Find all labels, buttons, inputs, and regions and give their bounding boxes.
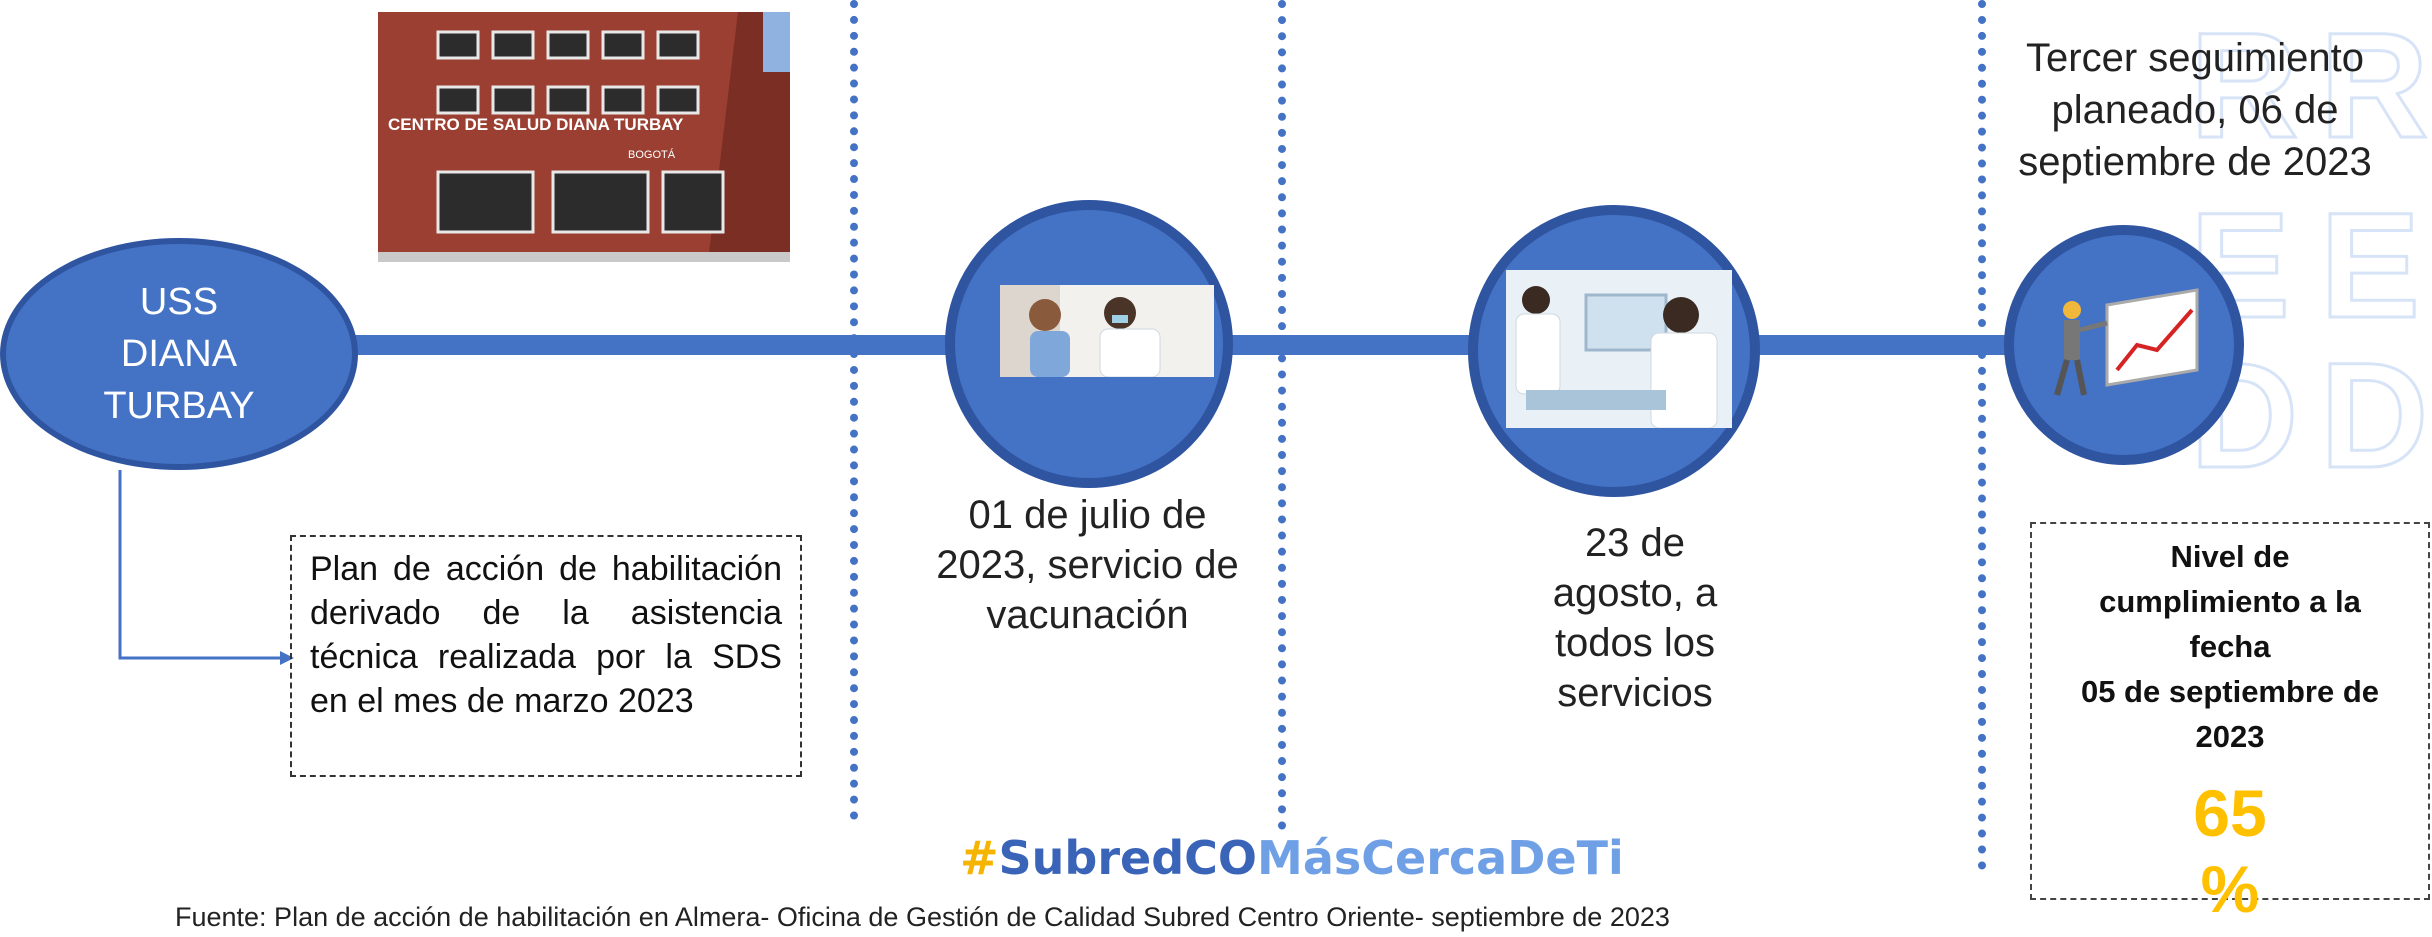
milestone-text: vacunación [986, 593, 1189, 637]
milestone-text: 2023, servicio de [936, 543, 1239, 587]
hashtag-slogan: MásCercaDeTi [1257, 831, 1624, 885]
compliance-percent-sign: % [2200, 852, 2260, 926]
watermark-letter: R [2188, 1, 2299, 169]
plan-text: Plan de acción de habilitación derivado … [310, 550, 782, 720]
milestone-node-all-services [1468, 205, 1760, 497]
building-sign: CENTRO DE SALUD DIANA TURBAY [388, 115, 684, 134]
compliance-line: fecha [2189, 629, 2271, 664]
milestone-label-third-followup: Tercer seguimiento planeado, 06 de septi… [1995, 32, 2395, 188]
milestone-text: agosto, a [1552, 571, 1718, 615]
hashtag-co: CO [1184, 831, 1258, 885]
building-photo: CENTRO DE SALUD DIANA TURBAY BOGOTÁ [378, 12, 790, 262]
milestone-text: planeado, 06 de [2051, 88, 2339, 132]
milestone-text: servicios [1557, 671, 1713, 715]
milestone-label-vaccination: 01 de julio de 2023, servicio de vacunac… [915, 490, 1260, 640]
milestone-label-all-services: 23 de agosto, a todos los servicios [1470, 518, 1800, 718]
vaccination-photo [1000, 285, 1214, 377]
milestone-text: 23 de [1584, 521, 1686, 565]
building-sign-small: BOGOTÁ [628, 148, 676, 161]
start-node-line: DIANA [120, 333, 238, 375]
milestone-text: todos los [1554, 621, 1716, 665]
separator-3 [1978, 0, 1994, 870]
compliance-line: cumplimiento a la [2099, 584, 2361, 619]
compliance-box: Nivel de cumplimiento a la fecha 05 de s… [2030, 522, 2430, 900]
hashtag-symbol: # [960, 831, 999, 885]
milestone-node-third-followup [2004, 225, 2244, 465]
watermark-letter: E [2318, 181, 2421, 349]
milestone-text: septiembre de 2023 [2018, 140, 2372, 184]
milestone-text: Tercer seguimiento [2026, 36, 2364, 80]
connector-arrow [118, 470, 294, 665]
watermark-letter: D [2318, 331, 2429, 499]
compliance-line: 05 de septiembre de [2080, 674, 2380, 709]
compliance-title: Nivel de cumplimiento a la fecha 05 de s… [2032, 524, 2428, 759]
compliance-value: 65 % [2130, 775, 2330, 927]
separator-1 [850, 0, 866, 820]
hashtag: #SubredCOMásCercaDeTi [960, 828, 1624, 888]
start-node-line: USS [139, 281, 219, 323]
watermark-letter: R [2318, 1, 2429, 169]
start-node: USS DIANA TURBAY [0, 238, 358, 470]
building-illustration: CENTRO DE SALUD DIANA TURBAY BOGOTÁ [378, 12, 790, 262]
presentation-chart-icon [2054, 288, 2199, 396]
compliance-line: 2023 [2195, 719, 2265, 754]
source-note: Fuente: Plan de acción de habilitación e… [175, 902, 1670, 932]
separator-2 [1278, 0, 1294, 830]
start-node-line: TURBAY [103, 385, 255, 427]
compliance-percent-number: 65 [2193, 776, 2267, 850]
milestone-node-vaccination [945, 200, 1233, 488]
lab-photo [1506, 270, 1732, 428]
plan-box: Plan de acción de habilitación derivado … [290, 535, 802, 777]
milestone-text: 01 de julio de [968, 493, 1207, 537]
compliance-line: Nivel de [2170, 539, 2290, 574]
hashtag-subred: Subred [998, 831, 1185, 885]
